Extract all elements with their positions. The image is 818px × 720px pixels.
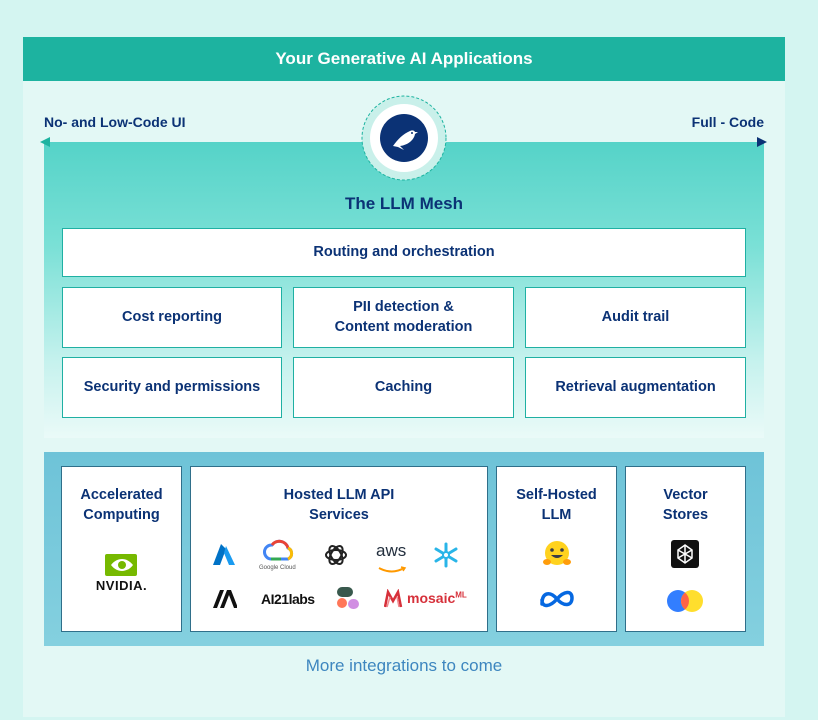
llm-mesh-title: The LLM Mesh: [344, 194, 464, 213]
google-cloud-wordmark: Google Cloud: [259, 565, 296, 571]
meta-logo-icon: [539, 589, 575, 614]
vector-stores-card: Vector Stores: [625, 466, 746, 632]
pii-detection-box: PII detection & Content moderation: [293, 287, 514, 348]
hosted-llm-api-card: Hosted LLM API Services Google Cloud aws: [190, 466, 488, 632]
aws-smile-icon: [377, 561, 407, 579]
audit-trail-box: Audit trail: [525, 287, 746, 348]
nvidia-logo-icon: [97, 552, 145, 583]
aws-wordmark: aws: [376, 541, 407, 560]
card-title: Accelerated Computing: [80, 487, 163, 524]
bird-logo-icon: [361, 95, 447, 181]
openai-logo-icon: [323, 542, 349, 573]
card-title: Self-Hosted LLM: [516, 487, 597, 524]
applications-banner: Your Generative AI Applications: [23, 37, 785, 81]
retrieval-augmentation-box: Retrieval augmentation: [525, 357, 746, 418]
cohere-logo-icon: [335, 585, 361, 616]
nvidia-wordmark: NVIDIA.: [95, 578, 148, 593]
chroma-logo-icon: [666, 589, 704, 618]
ml-superscript: ML: [455, 590, 467, 600]
caching-box: Caching: [293, 357, 514, 418]
azure-logo-icon: [211, 543, 237, 572]
routing-orchestration-box: Routing and orchestration: [62, 228, 746, 277]
anthropic-logo-icon: [211, 589, 238, 614]
self-hosted-llm-card: Self-Hosted LLM: [496, 466, 617, 632]
card-title: Vector Stores: [662, 487, 709, 524]
ai21-labs-wordmark: AI21labs: [261, 591, 315, 607]
low-code-label: No- and Low-Code UI: [44, 114, 186, 130]
security-permissions-box: Security and permissions: [62, 357, 282, 418]
more-integrations-label: More integrations to come: [305, 656, 503, 675]
pinecone-logo-icon: [670, 540, 700, 573]
full-code-label: Full - Code: [691, 114, 764, 130]
card-title: Hosted LLM API Services: [283, 487, 395, 524]
cost-reporting-box: Cost reporting: [62, 287, 282, 348]
snowflake-logo-icon: [433, 542, 459, 573]
mosaicml-logo-icon: [383, 588, 406, 614]
accelerated-computing-card: Accelerated Computing NVIDIA.: [61, 466, 182, 632]
hugging-face-logo-icon: [542, 540, 572, 573]
mosaicml-wordmark: mosaicML: [407, 590, 467, 606]
google-cloud-logo-icon: [263, 539, 295, 568]
mosaic-text: mosaic: [407, 590, 456, 606]
